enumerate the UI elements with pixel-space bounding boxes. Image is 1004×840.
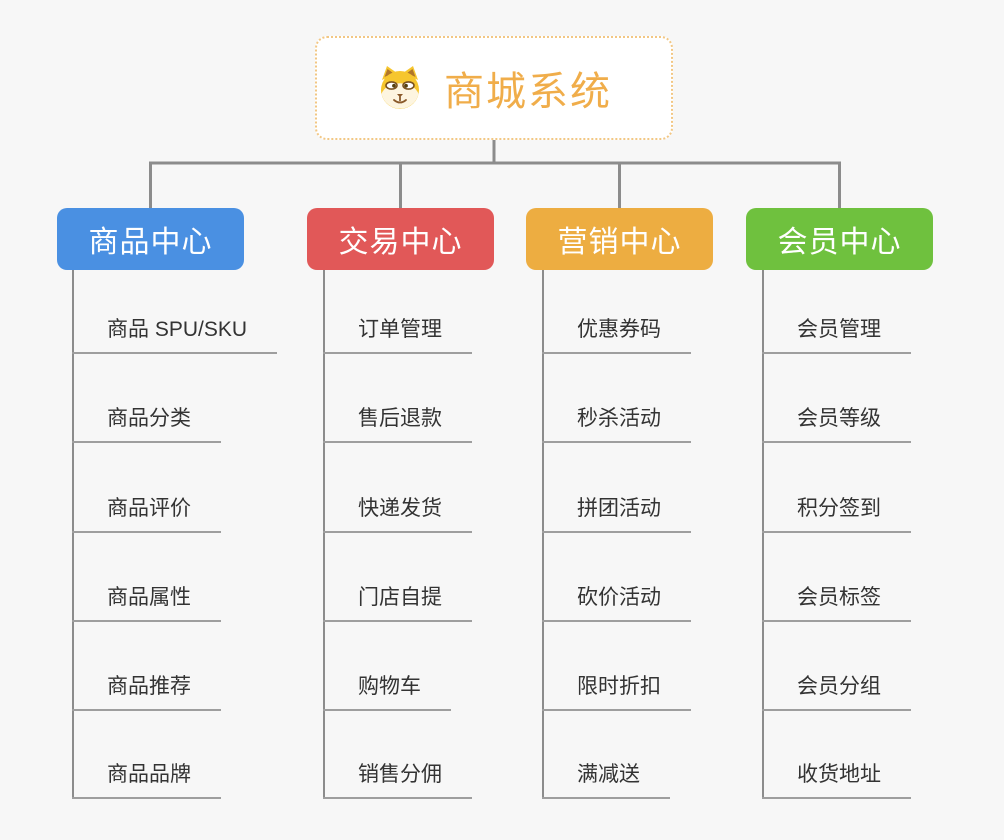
leaf-topic[interactable]: 销售分佣 bbox=[323, 761, 472, 799]
leaf-topic[interactable]: 商品 SPU/SKU bbox=[72, 316, 278, 354]
branch-label: 营销中心 bbox=[557, 226, 682, 259]
branch-node-product-center[interactable]: 商品中心 bbox=[57, 208, 244, 270]
leaf-topic[interactable]: 商品分类 bbox=[72, 405, 221, 443]
branch-node-member-center[interactable]: 会员中心 bbox=[746, 208, 933, 270]
branch-node-trade-center[interactable]: 交易中心 bbox=[307, 208, 494, 270]
leaf-topic[interactable]: 快递发货 bbox=[323, 495, 472, 533]
leaf-topic[interactable]: 优惠券码 bbox=[542, 316, 691, 354]
leaf-topic[interactable]: 商品推荐 bbox=[72, 673, 221, 711]
leaf-topic[interactable]: 积分签到 bbox=[762, 495, 911, 533]
leaf-topic[interactable]: 满减送 bbox=[542, 761, 670, 799]
root-node[interactable]: 商城系统 bbox=[315, 36, 673, 140]
leaf-topic[interactable]: 秒杀活动 bbox=[542, 405, 691, 443]
branch-label: 交易中心 bbox=[338, 226, 463, 259]
leaf-topic[interactable]: 砍价活动 bbox=[542, 584, 691, 622]
leaf-topic[interactable]: 购物车 bbox=[323, 673, 451, 711]
leaf-topic[interactable]: 会员等级 bbox=[762, 405, 911, 443]
leaf-topic[interactable]: 拼团活动 bbox=[542, 495, 691, 533]
leaf-topic[interactable]: 门店自提 bbox=[323, 584, 472, 622]
leaf-topic[interactable]: 订单管理 bbox=[323, 316, 472, 354]
dog-face-icon bbox=[381, 66, 419, 109]
leaf-topic[interactable]: 商品属性 bbox=[72, 584, 221, 622]
leaf-topic[interactable]: 会员标签 bbox=[762, 584, 911, 622]
branch-label: 商品中心 bbox=[88, 226, 213, 259]
leaf-topic[interactable]: 会员分组 bbox=[762, 673, 911, 711]
leaf-topic[interactable]: 售后退款 bbox=[323, 405, 472, 443]
root-title: 商城系统 bbox=[444, 70, 612, 114]
leaf-topic[interactable]: 会员管理 bbox=[762, 316, 911, 354]
leaf-topic[interactable]: 商品评价 bbox=[72, 495, 221, 533]
branch-node-marketing-center[interactable]: 营销中心 bbox=[526, 208, 713, 270]
leaf-topic[interactable]: 商品品牌 bbox=[72, 761, 221, 799]
branch-label: 会员中心 bbox=[777, 226, 902, 259]
leaf-topic[interactable]: 收货地址 bbox=[762, 761, 911, 799]
leaf-topic[interactable]: 限时折扣 bbox=[542, 673, 691, 711]
